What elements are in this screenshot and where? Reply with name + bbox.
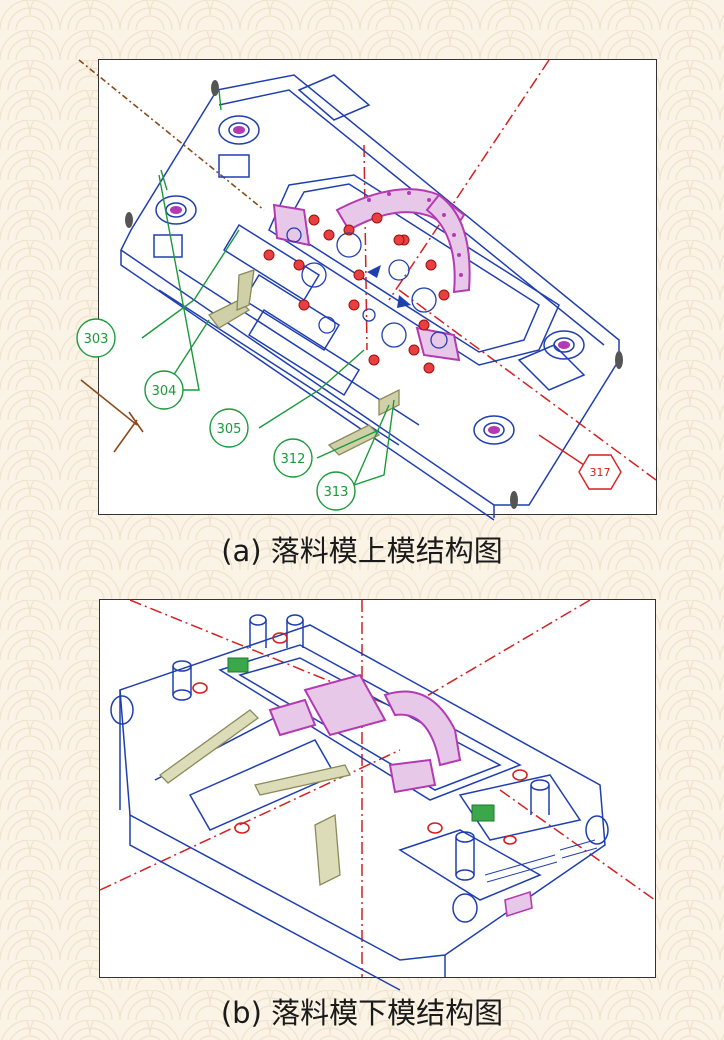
callout-304-label: 304: [152, 384, 177, 399]
callout-313-label: 313: [324, 485, 349, 500]
callout-304: [144, 370, 184, 410]
centerlines: [99, 599, 656, 977]
callout-312-label: 312: [281, 452, 306, 467]
magenta-segment-holes: [367, 191, 463, 277]
red-punch-bolts: [263, 212, 450, 374]
callout-312: [273, 438, 313, 478]
upper-die-drawing: 303 304 305 312 313 317: [76, 59, 657, 521]
green-pads: [227, 657, 495, 822]
centerlines: [363, 59, 657, 481]
magenta-label-plate: [504, 890, 533, 918]
olive-stripper-rails: [159, 709, 351, 887]
caption-lower-die: (b) 落料模下模结构图: [220, 996, 504, 1030]
blue-arrows: [367, 265, 411, 308]
dark-pads: [125, 80, 623, 509]
callout-305-label: 305: [217, 422, 242, 437]
blue-bolt-circles: [286, 227, 448, 349]
callout-303-label: 303: [84, 332, 109, 347]
caption-upper-die: (a) 落料模上模结构图: [221, 534, 503, 568]
green-leaders: [141, 89, 395, 486]
callout-305: [209, 408, 249, 448]
lower-die-drawing: [99, 599, 656, 991]
callout-317-label: 317: [590, 466, 611, 479]
guide-posts: [110, 614, 609, 923]
callout-317: [538, 434, 622, 490]
callout-labels: 303 304 305 312 313 317: [84, 332, 611, 500]
magenta-cutting-segments: [268, 673, 462, 794]
callout-303: [76, 318, 116, 358]
engraved-marking-lines: [484, 839, 598, 883]
guide-posts: [153, 115, 585, 445]
red-rings: [192, 632, 528, 845]
callout-313: [316, 471, 356, 511]
brown-leader-lines: [78, 59, 265, 453]
guide-post-bushings: [170, 126, 570, 434]
